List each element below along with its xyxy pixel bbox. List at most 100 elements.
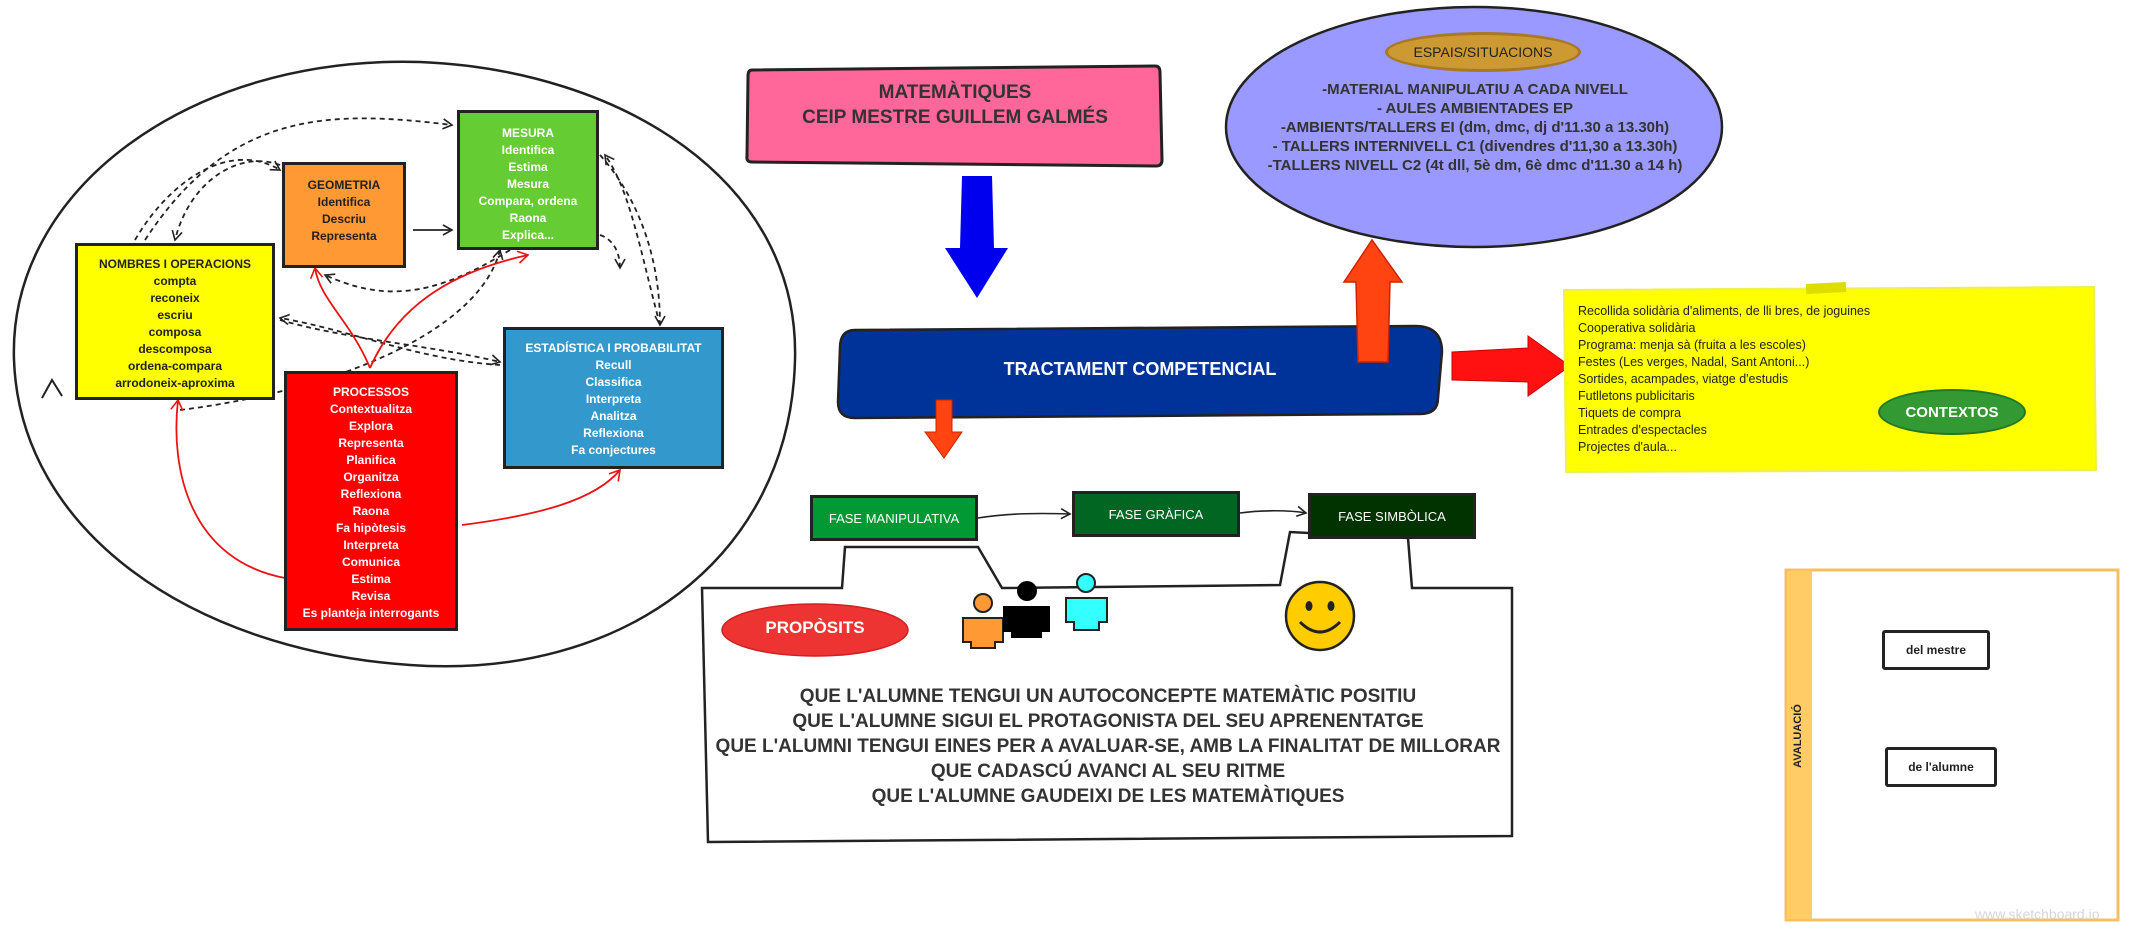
people-icon (962, 573, 1108, 649)
title-line-1: MATEMÀTIQUES (878, 82, 1032, 103)
block-item: Explora (348, 419, 393, 433)
contextos-item: Projectes d'aula... (1578, 440, 1677, 454)
block-item: Fa hipòtesis (335, 521, 406, 535)
block-title: NOMBRES I OPERACIONS (98, 257, 251, 271)
proposits-text: QUE L'ALUMNE TENGUI UN AUTOCONCEPTE MATE… (706, 684, 1510, 809)
avaluacio-panel (1784, 568, 2120, 922)
avaluacio-mestre-label: del mestre (1905, 643, 1967, 657)
block-item: ordena-compara (127, 359, 223, 373)
proposit-line: QUE L'ALUMNE TENGUI UN AUTOCONCEPTE MATE… (799, 686, 1417, 707)
block-item: escriu (157, 308, 193, 322)
block-item: Interpreta (343, 538, 399, 552)
block-item: Raona (509, 211, 547, 225)
block-item: Revisa (351, 589, 391, 603)
block-item: Explica... (501, 228, 555, 242)
processos-arrows (170, 250, 621, 579)
fase-grafica-label: FASE GRÀFICA (1108, 506, 1204, 522)
proposit-line: QUE L'ALUMNI TENGUI EINES PER A AVALUAR-… (715, 736, 1501, 757)
block-title: PROCESSOS (332, 385, 410, 399)
block-item: Raona (352, 504, 390, 518)
block-item: Reflexiona (583, 426, 644, 440)
proposit-line: QUE L'ALUMNE SIGUI EL PROTAGONISTA DEL S… (792, 711, 1424, 732)
block-item: composa (148, 325, 202, 339)
espais-text: -MATERIAL MANIPULATIU A CADA NIVELL - AU… (1260, 80, 1690, 175)
proposits-tag-ellipse (721, 603, 909, 657)
block-nombres-i-operacions: NOMBRES I OPERACIONS compta reconeix esc… (75, 243, 275, 400)
block-item: Planifica (346, 453, 396, 467)
contextos-item: Sortides, acampades, viatge d'estudis (1578, 372, 1789, 386)
block-item: Organitza (343, 470, 399, 484)
block-item: Fa conjectures (571, 443, 656, 457)
center-label: TRACTAMENT COMPETENCIAL (1003, 359, 1277, 379)
title-line-2: CEIP MESTRE GUILLEM GALMÉS (802, 107, 1108, 128)
contextos-item: Festes (Les verges, Nadal, Sant Antoni..… (1578, 355, 1810, 369)
proposit-line: QUE L'ALUMNE GAUDEIXI DE LES MATEMÀTIQUE… (871, 786, 1345, 807)
contextos-item: Entrades d'espectacles (1578, 423, 1707, 437)
contextos-item: Cooperativa solidària (1578, 321, 1696, 335)
title-text: MATEMÀTIQUES CEIP MESTRE GUILLEM GALMÉS (752, 80, 1158, 130)
block-item: arrodoneix-aproxima (115, 376, 235, 390)
block-item: Representa (338, 436, 404, 450)
contextos-tag: CONTEXTOS (1878, 389, 2026, 435)
block-item: Estima (508, 160, 548, 174)
proposits-tag-label: PROPÒSITS (765, 618, 865, 637)
proposit-line: QUE CADASCÚ AVANCI AL SEU RITME (930, 761, 1286, 782)
content-ellipse (12, 60, 797, 668)
espais-line: -AMBIENTS/TALLERS EI (dm, dmc, dj d'11.3… (1280, 119, 1670, 136)
block-item: Reflexiona (340, 487, 402, 501)
block-item: Representa (311, 229, 377, 243)
block-item: Classifica (585, 375, 642, 389)
block-item: Descriu (321, 212, 367, 226)
espais-tag: ESPAIS/SITUACIONS (1385, 32, 1581, 72)
fase-manipulativa: FASE MANIPULATIVA (810, 495, 978, 541)
contextos-list: Recollida solidària d'aliments, de lli b… (1578, 303, 1978, 456)
phase1-to-phase2-arrow (977, 508, 1072, 520)
contextos-item: Programa: menja sà (fruita a les escoles… (1578, 338, 1806, 352)
watermark: www.sketchboard.io (1975, 906, 2100, 922)
block-title: GEOMETRIA (307, 178, 381, 192)
block-item: Identifica (317, 195, 371, 209)
espais-ellipse (1224, 5, 1724, 249)
blue-down-arrow (945, 176, 1008, 298)
espais-line: - AULES AMBIENTADES EP (1376, 100, 1574, 117)
block-item: Contextualitza (329, 402, 412, 416)
block-item: compta (153, 274, 197, 288)
espais-line: -TALLERS NIVELL C2 (4t dll, 5è dm, 6è dm… (1267, 157, 1683, 174)
block-item: Interpreta (585, 392, 642, 406)
block-title: MESURA (501, 126, 554, 140)
fase-simbolica: FASE SIMBÒLICA (1308, 493, 1476, 539)
avaluacio-side-bar (1787, 571, 1812, 919)
contextos-item: Tiquets de compra (1578, 406, 1682, 420)
avaluacio-alumne-label: de l'alumne (1908, 760, 1974, 774)
avaluacio-alumne-box: de l'alumne (1885, 747, 1997, 787)
avaluacio-tag: AVALUACIÓ (1792, 704, 1804, 768)
fase-manipulativa-label: FASE MANIPULATIVA (828, 510, 960, 526)
block-item: Comunica (341, 555, 400, 569)
block-item: Compara, ordena (478, 194, 578, 208)
block-geometria: GEOMETRIA Identifica Descriu Representa (282, 162, 406, 268)
block-item: Es planteja interrogants (302, 606, 440, 620)
red-right-arrow (1451, 335, 1571, 397)
block-processos: PROCESSOS Contextualitza Explora Represe… (284, 371, 458, 631)
small-caret-mark (41, 378, 63, 399)
contextos-tag-label: CONTEXTOS (1905, 403, 1999, 421)
block-title: ESTADÍSTICA I PROBABILITAT (525, 341, 702, 355)
block-item: reconeix (150, 291, 200, 305)
block-item: Analitza (590, 409, 637, 423)
orange-up-arrow (1342, 238, 1404, 363)
contextos-item: Recollida solidària d'aliments, de lli b… (1578, 304, 1871, 318)
note-tape (1805, 281, 1847, 295)
small-orange-down-arrow (924, 399, 963, 459)
fase-grafica: FASE GRÀFICA (1072, 491, 1240, 537)
contextos-item: Futlletons publicitaris (1578, 389, 1695, 403)
espais-line: - TALLERS INTERNIVELL C1 (divendres d'11… (1272, 138, 1678, 155)
block-mesura: MESURA Identifica Estima Mesura Compara,… (457, 110, 599, 250)
block-item: Identifica (501, 143, 555, 157)
fase-simbolica-label: FASE SIMBÒLICA (1338, 508, 1446, 524)
espais-line: -MATERIAL MANIPULATIU A CADA NIVELL (1322, 81, 1628, 98)
center-shape (836, 324, 1444, 420)
block-item: descomposa (138, 342, 212, 356)
phase2-to-phase3-arrow (1239, 505, 1308, 518)
title-shape (745, 64, 1164, 168)
espais-tag-label: ESPAIS/SITUACIONS (1413, 44, 1553, 60)
